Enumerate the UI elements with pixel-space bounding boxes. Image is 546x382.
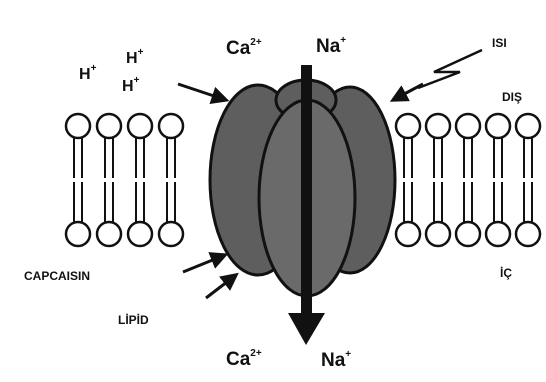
- lipid-head: [486, 222, 510, 246]
- inside-label: İÇ: [500, 266, 512, 280]
- top-calcium-ion: Ca2+: [226, 38, 262, 60]
- lipid-head: [426, 114, 450, 138]
- lipid-head: [396, 222, 420, 246]
- bottom-calcium-ion: Ca2+: [226, 349, 262, 371]
- capsaicin-label: CAPCAISIN: [24, 269, 90, 283]
- lipid-head: [97, 222, 121, 246]
- lipid-head: [516, 114, 540, 138]
- lipid-head: [486, 114, 510, 138]
- proton-arrow: [178, 84, 226, 100]
- heat-label: ISI: [492, 36, 507, 50]
- lipid-arrow: [206, 275, 236, 298]
- proton-label: H+: [126, 50, 143, 68]
- lipid-head: [456, 222, 480, 246]
- bottom-sodium-ion: Na+: [321, 350, 351, 372]
- proton-label: H+: [79, 66, 96, 84]
- lipid-head: [396, 114, 420, 138]
- top-sodium-ion: Na+: [316, 36, 346, 58]
- lipid-head: [97, 114, 121, 138]
- lipid-head: [456, 114, 480, 138]
- lipid-head: [159, 222, 183, 246]
- lipid-head: [128, 222, 152, 246]
- lipid-head: [66, 222, 90, 246]
- heat-lightning-icon: [418, 50, 482, 88]
- lipid-head: [159, 114, 183, 138]
- lipid-head: [426, 222, 450, 246]
- lipid-label: LİPİD: [118, 313, 149, 327]
- heat-arrow: [393, 84, 423, 100]
- capsaicin-arrow: [183, 255, 225, 272]
- lipid-head: [516, 222, 540, 246]
- proton-label: H+: [122, 78, 139, 96]
- outside-label: DIŞ: [502, 90, 522, 104]
- lipid-head: [128, 114, 152, 138]
- lipid-head: [66, 114, 90, 138]
